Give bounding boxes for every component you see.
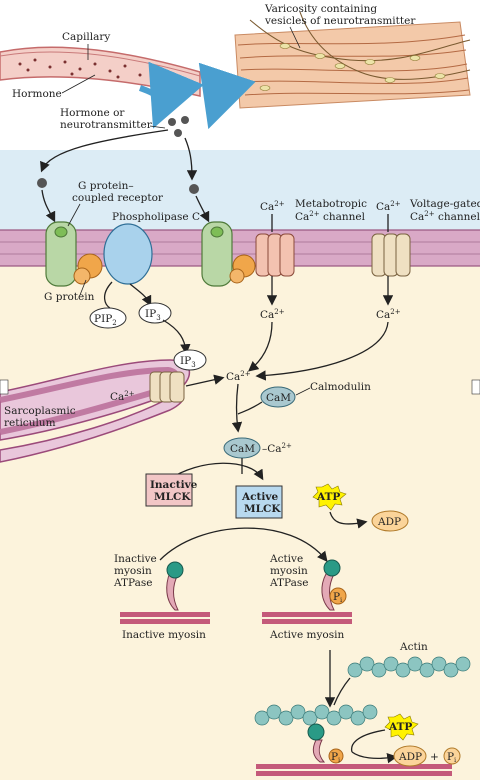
capillary-label: Capillary: [62, 31, 110, 43]
ca-voltage-in: Ca2+: [376, 308, 401, 321]
svg-text:CaM: CaM: [230, 443, 255, 455]
extracellular-space: [0, 150, 480, 232]
active-myosin-label: Active myosin: [269, 629, 344, 641]
hormone-or-label-line2: neurotransmitter: [60, 119, 153, 131]
nerve-varicosities: [234, 11, 471, 109]
svg-text:CaM: CaM: [266, 392, 291, 404]
svg-text:ADP: ADP: [377, 516, 401, 528]
svg-text:MLCK: MLCK: [244, 503, 281, 515]
metabotropic-label-line2: Ca2+ channel: [295, 210, 366, 223]
ip3-receptor-channel: [149, 371, 185, 403]
voltage-gated-ca-channel: [371, 233, 411, 277]
svg-text:Active: Active: [241, 491, 278, 503]
atp-burst-1: ATP: [312, 483, 347, 511]
ligand-molecules: [168, 116, 189, 137]
svg-text:ADP: ADP: [398, 751, 422, 763]
adp-badge-1: ADP: [371, 510, 409, 532]
g-protein-label: G protein: [44, 291, 95, 303]
plus-sign: +: [430, 751, 439, 763]
svg-text:–Ca2+: –Ca2+: [262, 442, 292, 455]
active-myosin-structure: Pi: [262, 559, 352, 624]
bound-myosin: Pi: [256, 723, 452, 776]
ca-sr-label: Ca2+: [110, 390, 135, 403]
ip3-badge-1: IP3: [138, 302, 172, 324]
gpcr-receptor-2: [201, 221, 256, 287]
metabotropic-ca-channel: [255, 233, 295, 277]
metabotropic-label-line1: Metabotropic: [295, 198, 367, 210]
svg-text:Pi: Pi: [447, 751, 456, 764]
svg-text:Pi: Pi: [333, 591, 342, 604]
svg-text:ATP: ATP: [388, 721, 412, 733]
active-myosin-atpase-l3: ATPase: [269, 577, 308, 589]
calmodulin-label: Calmodulin: [310, 381, 371, 393]
sr-label-line2: reticulum: [4, 417, 56, 429]
inactive-mlck-box: Inactive MLCK: [145, 473, 198, 507]
inactive-myosin-atpase-l2: myosin: [114, 565, 152, 577]
varicosity-label-line2: vesicles of neurotransmitter: [264, 15, 416, 27]
gpcr-label-line1: G protein–: [78, 180, 134, 192]
inactive-myosin-atpase-l3: ATPase: [113, 577, 152, 589]
svg-text:IP3: IP3: [180, 355, 196, 369]
actin-label: Actin: [399, 641, 428, 653]
active-myosin-atpase-l1: Active: [269, 553, 303, 565]
svg-text:IP3: IP3: [145, 308, 161, 322]
neurotransmitter-release-arrow: [198, 62, 256, 130]
svg-text:Pi: Pi: [331, 751, 340, 764]
voltage-label-line2: Ca2+ channel: [410, 210, 480, 223]
svg-text:Inactive: Inactive: [150, 479, 198, 491]
svg-text:Ca2+: Ca2+: [376, 200, 401, 213]
svg-text:MLCK: MLCK: [154, 491, 191, 503]
g-protein-1: [73, 253, 103, 285]
phospholipase-c: [103, 223, 153, 285]
phospholipase-c-label: Phospholipase C: [112, 211, 200, 223]
actin-filament: [347, 656, 471, 678]
active-mlck-box: Active MLCK: [235, 485, 283, 519]
actin-filament-bound: [254, 704, 378, 726]
pi-badge: Pi: [443, 747, 461, 765]
inactive-myosin-label: Inactive myosin: [122, 629, 206, 641]
svg-text:PIP2: PIP2: [94, 313, 117, 327]
hormone-label: Hormone: [12, 88, 62, 100]
calmodulin-badge: CaM: [260, 386, 296, 408]
ip3-badge-2: IP3: [173, 349, 207, 371]
active-myosin-atpase-l2: myosin: [270, 565, 308, 577]
hormone-or-label-line1: Hormone or: [60, 107, 125, 119]
varicosity-label-line1: Varicosity containing: [264, 3, 377, 15]
gpcr-receptor-1: [45, 221, 77, 287]
ligand-2: [189, 184, 199, 194]
gpcr-label-line2: coupled receptor: [72, 192, 164, 204]
ca-central: Ca2+: [226, 370, 251, 383]
pip2-badge: PIP2: [89, 307, 127, 329]
ca-metabotropic-in: Ca2+: [260, 308, 285, 321]
hormone-release-arrow: [139, 61, 204, 129]
ligand-1: [37, 178, 47, 188]
inactive-myosin-atpase-l1: Inactive: [114, 553, 157, 565]
adp-badge-2: ADP: [393, 745, 427, 767]
svg-text:ATP: ATP: [316, 491, 340, 503]
atp-burst-2: ATP: [384, 713, 419, 741]
sr-label-line1: Sarcoplasmic: [4, 405, 76, 417]
inactive-myosin-structure: [120, 561, 210, 624]
voltage-label-line1: Voltage-gated: [409, 198, 480, 210]
cam-ca-complex: CaM –Ca2+: [223, 437, 292, 459]
svg-text:Ca2+: Ca2+: [260, 200, 285, 213]
